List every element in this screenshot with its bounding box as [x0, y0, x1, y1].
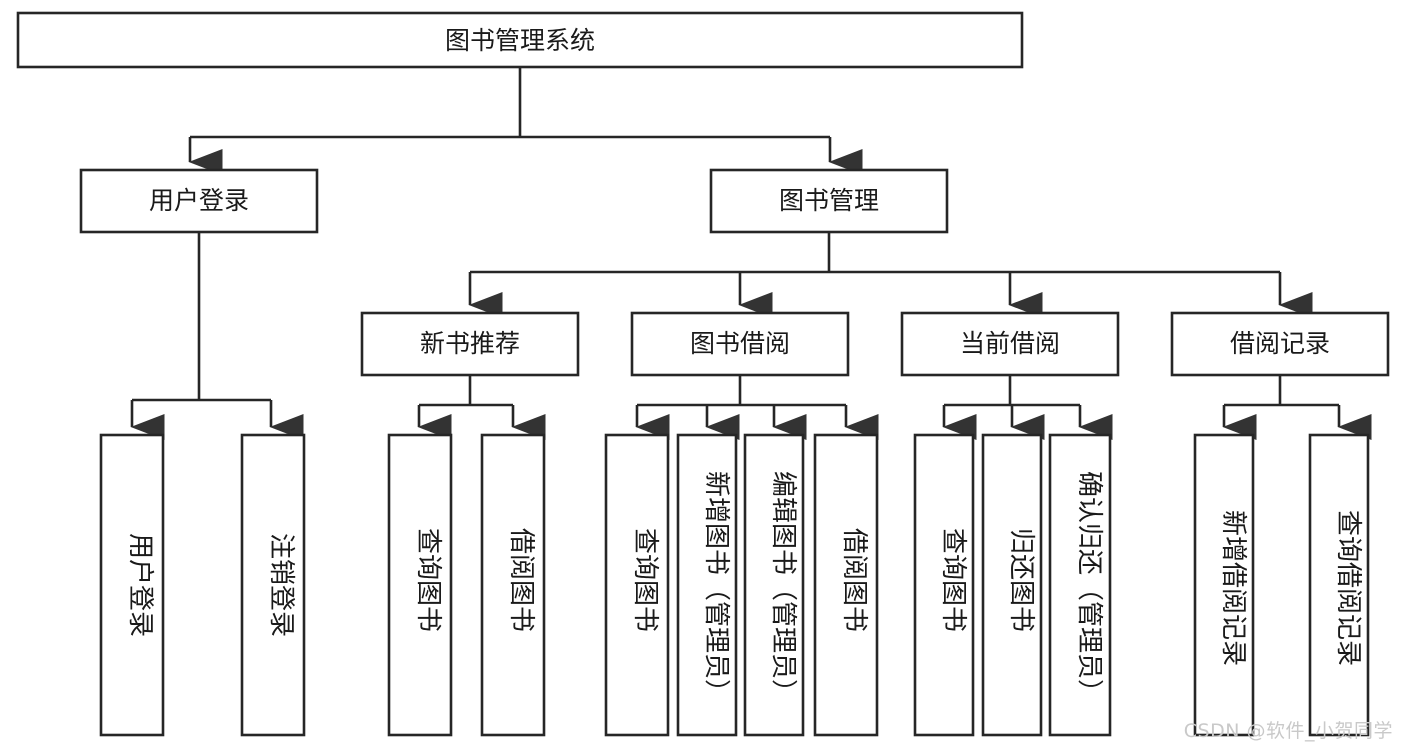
edge-group-bookmanage-to-level3 [468, 232, 1313, 318]
leaf-query-book-1[interactable]: 查询图书 [387, 433, 453, 737]
node-borrow-record[interactable]: 借阅记录 [1170, 311, 1390, 377]
node-book-borrow-label: 图书借阅 [690, 329, 790, 358]
leaf-logout-label: 注销登录 [266, 533, 296, 637]
edge-group-bookborrow-to-leaves [635, 375, 879, 440]
leaf-add-book-label: 新增图书（管理员） [701, 471, 731, 705]
node-new-book-recommend-box[interactable] [360, 311, 580, 377]
leaf-user-login[interactable]: 用户登录 [99, 433, 165, 737]
leaf-query-book-3-box[interactable] [913, 433, 975, 737]
node-root[interactable]: 图书管理系统 [16, 11, 1024, 69]
leaf-edit-book-label: 编辑图书（管理员） [768, 471, 798, 705]
node-book-manage[interactable]: 图书管理 [709, 168, 949, 234]
node-current-borrow[interactable]: 当前借阅 [900, 311, 1120, 377]
leaf-query-book-2-label: 查询图书 [630, 528, 660, 632]
leaf-logout[interactable]: 注销登录 [240, 433, 306, 737]
node-borrow-record-label: 借阅记录 [1230, 329, 1330, 358]
leaf-query-book-2[interactable]: 查询图书 [604, 433, 670, 737]
leaf-query-book-3-label: 查询图书 [938, 528, 968, 632]
edge-group-borrowrecord-to-leaves [1222, 375, 1372, 440]
node-root-label: 图书管理系统 [445, 26, 595, 55]
watermark-text: CSDN @软件_小贺同学 [1183, 720, 1393, 742]
node-user-login-box[interactable] [79, 168, 319, 234]
node-book-manage-label: 图书管理 [779, 186, 879, 215]
edge-group-newbook-to-leaves [417, 375, 546, 440]
leaf-edit-book-box[interactable] [743, 433, 805, 737]
leaf-return-book[interactable]: 归还图书 [981, 433, 1043, 737]
node-book-manage-box[interactable] [709, 168, 949, 234]
leaf-return-book-box[interactable] [981, 433, 1043, 737]
leaf-add-record-label: 新增借阅记录 [1218, 510, 1248, 666]
node-new-book-recommend-label: 新书推荐 [420, 329, 520, 358]
leaf-query-book-2-box[interactable] [604, 433, 670, 737]
node-root-box[interactable] [16, 11, 1024, 69]
leaf-borrow-book-1-box[interactable] [480, 433, 546, 737]
leaf-return-book-label: 归还图书 [1006, 528, 1036, 632]
node-borrow-record-box[interactable] [1170, 311, 1390, 377]
leaf-user-login-box[interactable] [99, 433, 165, 737]
node-current-borrow-label: 当前借阅 [960, 329, 1060, 358]
edge-group-userlogin-to-leaves [130, 232, 304, 440]
node-book-borrow-box[interactable] [630, 311, 850, 377]
leaf-borrow-book-1[interactable]: 借阅图书 [480, 433, 546, 737]
leaf-query-book-1-box[interactable] [387, 433, 453, 737]
leaf-borrow-book-2-box[interactable] [813, 433, 879, 737]
leaf-query-record[interactable]: 查询借阅记录 [1308, 433, 1370, 737]
node-book-borrow[interactable]: 图书借阅 [630, 311, 850, 377]
node-new-book-recommend[interactable]: 新书推荐 [360, 311, 580, 377]
leaf-user-login-label: 用户登录 [125, 533, 155, 637]
leaf-add-record-box[interactable] [1193, 433, 1255, 737]
node-user-login[interactable]: 用户登录 [79, 168, 319, 234]
leaf-edit-book[interactable]: 编辑图书（管理员） [743, 433, 805, 737]
leaf-logout-box[interactable] [240, 433, 306, 737]
node-current-borrow-box[interactable] [900, 311, 1120, 377]
leaf-query-book-3[interactable]: 查询图书 [913, 433, 975, 737]
leaf-query-book-1-label: 查询图书 [413, 528, 443, 632]
leaf-confirm-return[interactable]: 确认归还（管理员） [1048, 433, 1112, 737]
leaf-add-book[interactable]: 新增图书（管理员） [676, 433, 738, 737]
leaf-add-record[interactable]: 新增借阅记录 [1193, 433, 1255, 737]
leaf-confirm-return-label: 确认归还（管理员） [1074, 471, 1104, 705]
leaf-query-record-label: 查询借阅记录 [1333, 510, 1363, 666]
node-user-login-label: 用户登录 [149, 186, 249, 215]
edge-group-currentborrow-to-leaves [942, 375, 1113, 440]
leaf-add-book-box[interactable] [676, 433, 738, 737]
leaf-borrow-book-2[interactable]: 借阅图书 [813, 433, 879, 737]
leaf-confirm-return-box[interactable] [1048, 433, 1112, 737]
leaf-borrow-book-1-label: 借阅图书 [506, 528, 536, 632]
edge-group-root-to-level2 [188, 67, 863, 175]
leaf-query-record-box[interactable] [1308, 433, 1370, 737]
leaf-borrow-book-2-label: 借阅图书 [839, 528, 869, 632]
